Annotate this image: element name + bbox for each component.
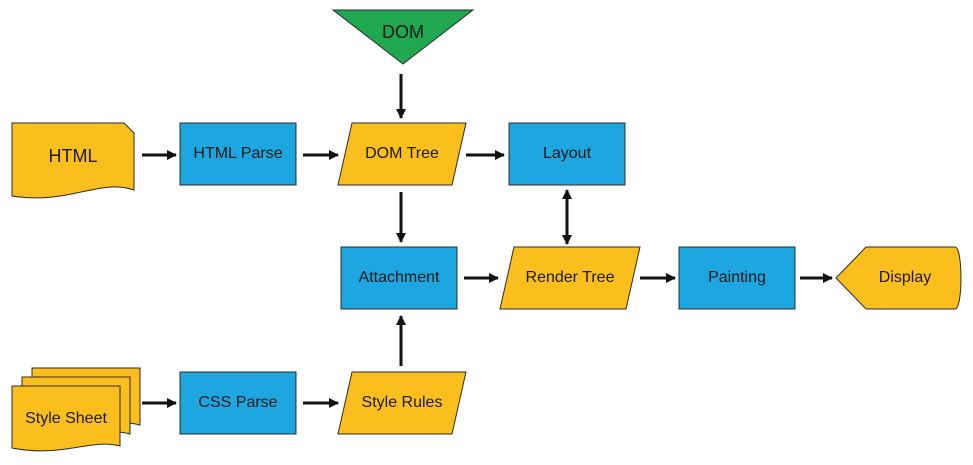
node-dom-label: DOM	[382, 22, 424, 42]
node-painting-label: Painting	[708, 269, 766, 286]
node-render-tree[interactable]: Render Tree	[499, 246, 641, 310]
node-attachment[interactable]: Attachment	[340, 246, 458, 310]
node-attachment-label: Attachment	[359, 269, 440, 286]
node-css-parse-label: CSS Parse	[198, 394, 277, 411]
node-html-parse-label: HTML Parse	[193, 145, 282, 162]
node-render-tree-label: Render Tree	[526, 269, 615, 286]
node-css-parse[interactable]: CSS Parse	[179, 371, 297, 435]
edges	[142, 74, 833, 408]
node-painting[interactable]: Painting	[678, 246, 796, 310]
node-style-sheet[interactable]: Style Sheet	[11, 367, 141, 452]
node-html[interactable]: HTML	[11, 122, 135, 199]
node-html-label: HTML	[49, 146, 98, 166]
node-html-parse[interactable]: HTML Parse	[179, 122, 297, 186]
node-style-rules-label: Style Rules	[362, 394, 443, 411]
node-layout-label: Layout	[543, 145, 592, 162]
node-dom-tree[interactable]: DOM Tree	[337, 122, 467, 186]
node-layout[interactable]: Layout	[508, 122, 626, 186]
node-display-label: Display	[879, 269, 931, 286]
node-style-sheet-label: Style Sheet	[25, 410, 107, 427]
node-dom[interactable]: DOM	[331, 9, 475, 65]
node-dom-tree-label: DOM Tree	[365, 145, 439, 162]
node-style-rules[interactable]: Style Rules	[337, 371, 467, 435]
node-display[interactable]: Display	[835, 246, 962, 310]
